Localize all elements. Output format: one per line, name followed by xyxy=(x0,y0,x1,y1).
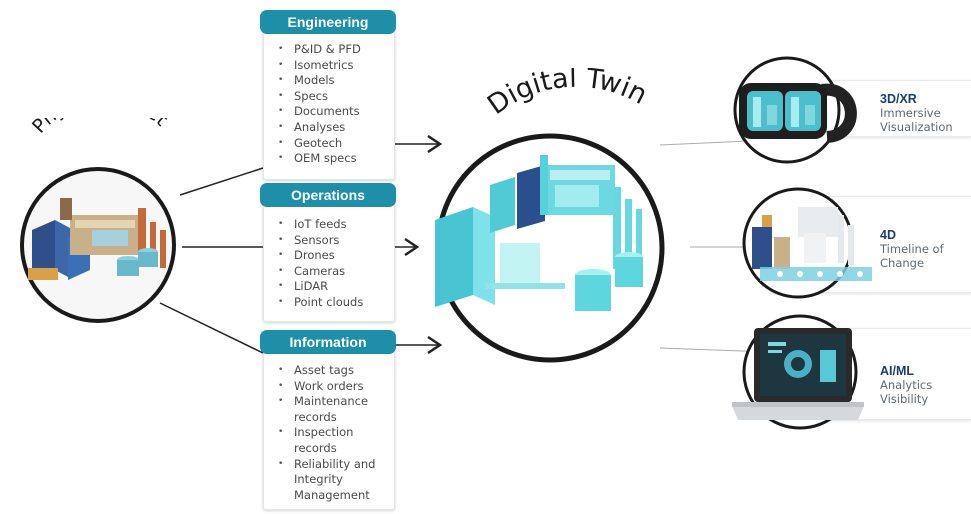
list-item: OEM specs xyxy=(278,151,361,167)
svg-text:Physical Asset: Physical Asset xyxy=(28,118,172,138)
engineering-list: P&ID & PFD Isometrics Models Specs Docum… xyxy=(278,42,361,167)
list-item: P&ID & PFD xyxy=(278,42,361,58)
digital-twin-illustration xyxy=(435,133,665,363)
output-title-4d: 4D xyxy=(880,228,896,242)
digital-twin-label: Digital Twin xyxy=(482,68,652,121)
operations-heading: Operations xyxy=(260,183,396,207)
list-item: Sensors xyxy=(278,233,363,249)
laptop-icon xyxy=(732,314,864,430)
list-item: Reliability and Integrity Management xyxy=(278,457,388,504)
list-item: Models xyxy=(278,73,361,89)
output-title-3dxr: 3D/XR xyxy=(880,92,917,106)
list-item: Specs xyxy=(278,89,361,105)
list-item: Analyses xyxy=(278,120,361,136)
list-item: Inspection records xyxy=(278,425,388,456)
physical-asset-label: Physical Asset xyxy=(28,118,172,138)
list-item: Maintenance records xyxy=(278,394,388,425)
physical-asset-illustration xyxy=(20,167,176,323)
information-heading: Information xyxy=(260,330,396,354)
vr-headset-icon xyxy=(733,56,857,164)
list-item: Work orders xyxy=(278,379,388,395)
list-item: Drones xyxy=(278,248,363,264)
list-item: Isometrics xyxy=(278,58,361,74)
list-item: Point clouds xyxy=(278,295,363,311)
list-item: IoT feeds xyxy=(278,217,363,233)
output-subtitle-3dxr: Immersive Visualization xyxy=(880,106,953,134)
information-list: Asset tags Work orders Maintenance recor… xyxy=(278,363,388,503)
svg-text:Digital Twin: Digital Twin xyxy=(482,68,652,121)
list-item: Documents xyxy=(278,104,361,120)
list-item: Cameras xyxy=(278,264,363,280)
engineering-heading: Engineering xyxy=(260,10,396,34)
output-subtitle-aiml: Analytics Visibility xyxy=(880,378,933,406)
timeline-icon xyxy=(742,187,872,299)
list-item: Asset tags xyxy=(278,363,388,379)
operations-list: IoT feeds Sensors Drones Cameras LiDAR P… xyxy=(278,217,363,311)
list-item: Geotech xyxy=(278,136,361,152)
output-title-aiml: AI/ML xyxy=(880,364,915,378)
list-item: LiDAR xyxy=(278,279,363,295)
output-subtitle-4d: Timeline of Change xyxy=(880,242,944,270)
